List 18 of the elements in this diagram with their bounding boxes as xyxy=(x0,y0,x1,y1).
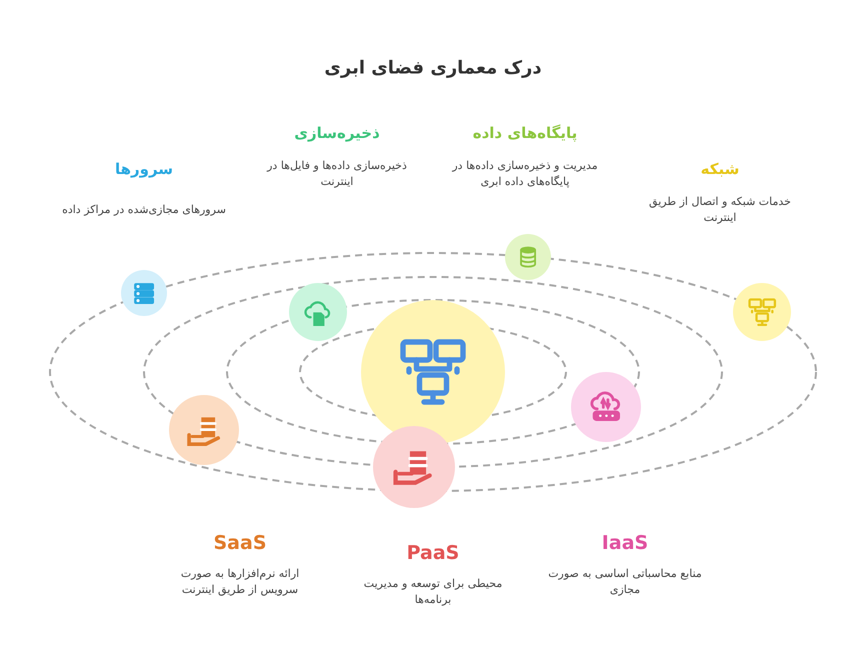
icon-circle xyxy=(121,270,167,316)
category-heading: IaaS xyxy=(602,532,648,554)
category-heading: SaaS xyxy=(214,532,266,554)
diagram-title: درک معماری فضای ابری xyxy=(324,58,542,78)
category-description: سرورهای مجازی‌شده در مراکز داده xyxy=(62,202,226,218)
category-description: ذخیره‌سازی داده‌ها و فایل‌ها در اینترنت xyxy=(266,158,408,190)
category-heading: PaaS xyxy=(406,542,460,564)
category-description: محیطی برای توسعه و مدیریت برنامه‌ها xyxy=(362,576,504,608)
category-description: خدمات شبکه و اتصال از طریق اینترنت xyxy=(648,194,792,226)
icon-circle xyxy=(505,234,551,280)
category-description: مدیریت و ذخیره‌سازی داده‌ها در پایگاه‌های داده ابری xyxy=(450,158,599,190)
icon-circle xyxy=(289,283,347,341)
category-heading: سرورها xyxy=(114,160,174,178)
category-heading: ذخیره‌سازی xyxy=(294,124,380,142)
category-heading: پایگاه‌های داده xyxy=(472,124,578,142)
category-description: منابع محاسباتی اساسی به صورت مجازی xyxy=(547,566,703,598)
category-heading: شبکه xyxy=(700,160,740,178)
category-description: ارائه نرم‌افزارها به صورت سرویس از طریق اینترنت xyxy=(180,566,300,598)
